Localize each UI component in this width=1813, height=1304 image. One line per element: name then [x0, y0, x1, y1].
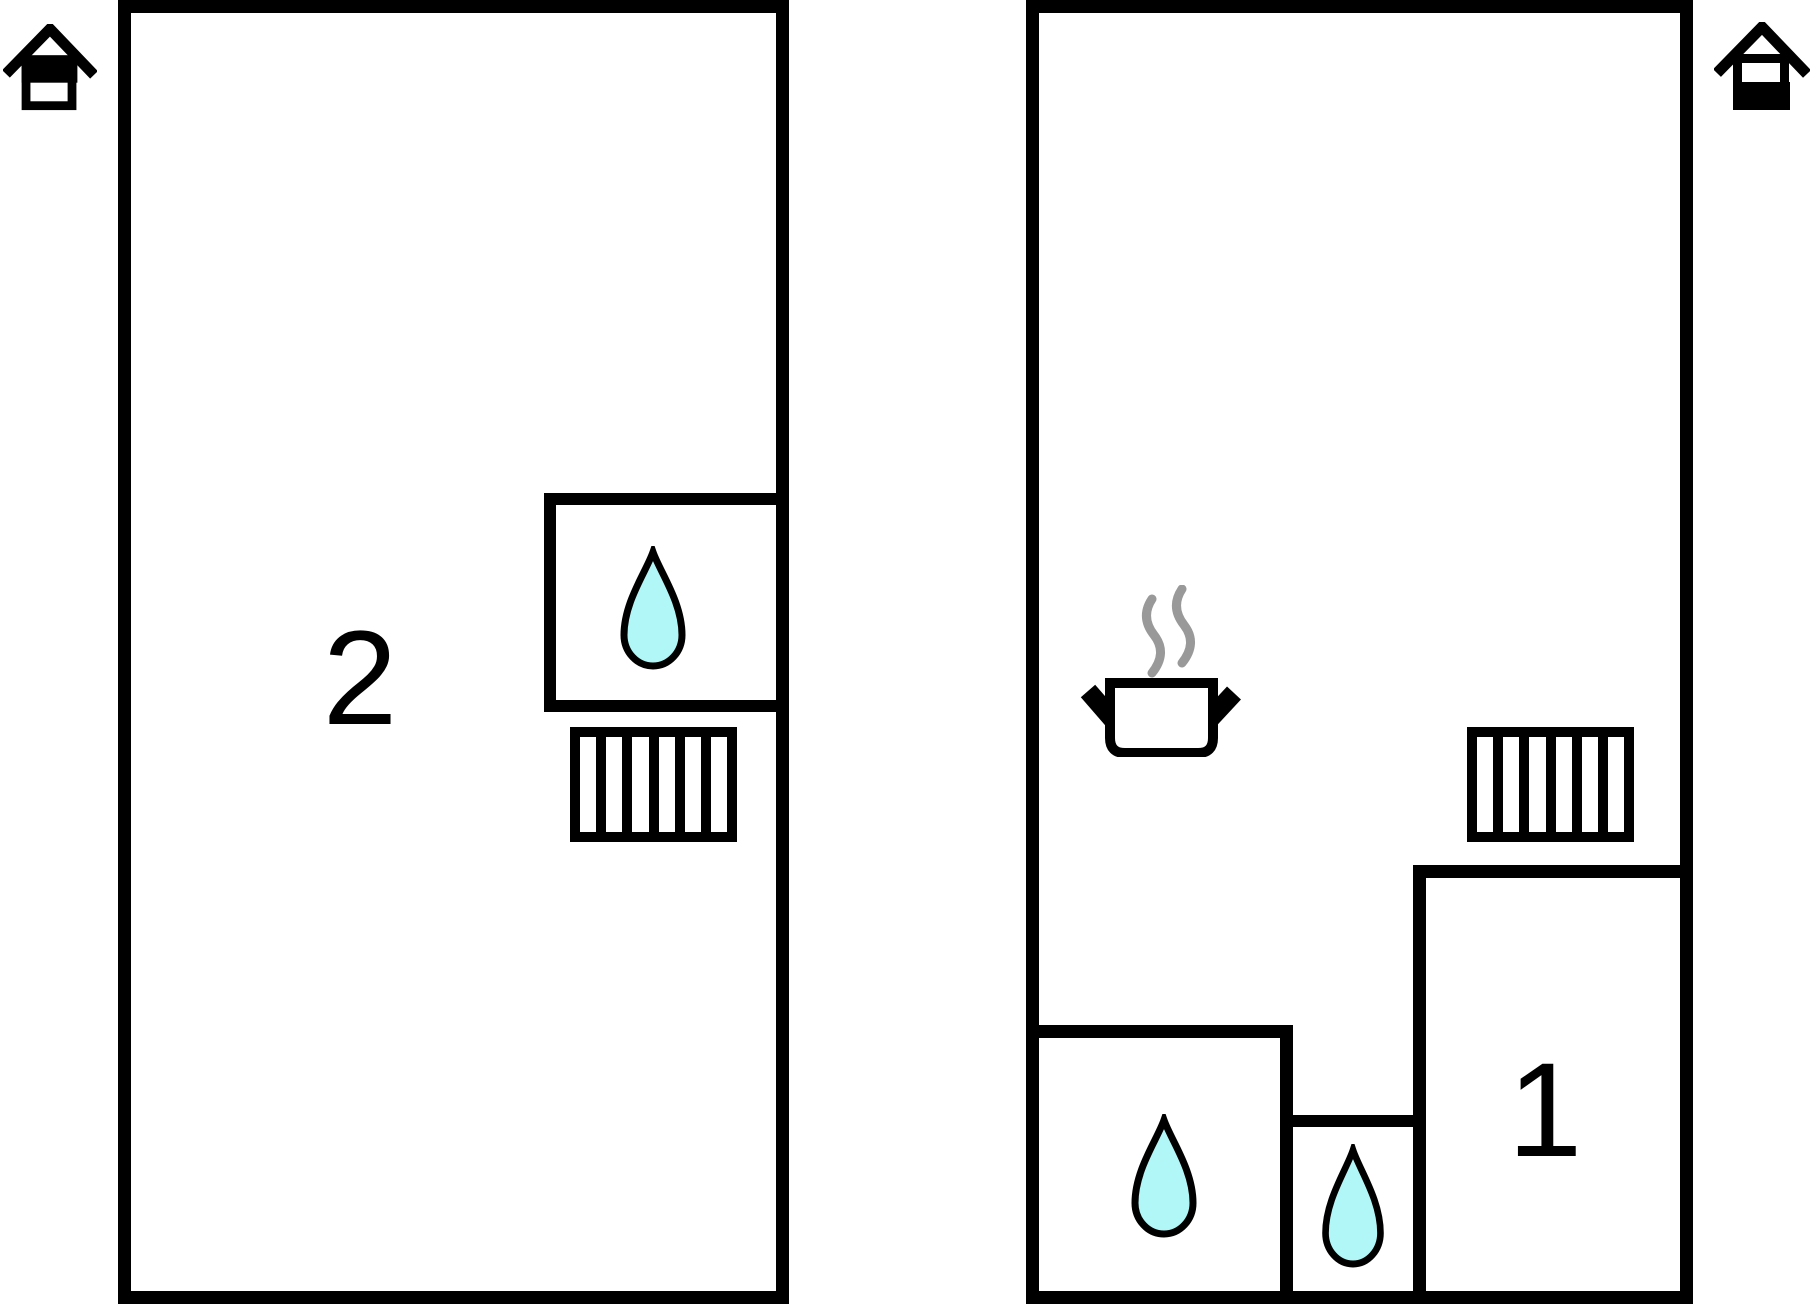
stair-step: [596, 737, 623, 832]
water-drop-shape: [620, 546, 686, 670]
bathroom-large-top-wall: [1039, 1025, 1293, 1038]
stair-step: [1519, 737, 1546, 832]
water-drop-icon: [615, 546, 691, 674]
stair-step: [580, 737, 597, 832]
stair-step: [1597, 737, 1625, 832]
cooking-pot-icon: [1076, 585, 1244, 757]
water-drop-shape: [1322, 1144, 1384, 1268]
room-label-2: 2: [322, 604, 398, 753]
room-1-left-wall: [1413, 865, 1426, 1304]
stair-step: [1477, 737, 1494, 832]
bathroom-large-right-wall: [1280, 1025, 1293, 1304]
steam-icon: [1172, 585, 1195, 668]
stair-step: [1571, 737, 1598, 832]
house-upper-half-filled: [21, 55, 78, 83]
room-1-top-wall: [1413, 865, 1693, 878]
house-upper-floor-icon-svg: [3, 24, 97, 111]
house-ground-floor-icon: [1714, 22, 1810, 114]
stairs-icon: [570, 727, 737, 842]
house-upper-floor-icon: [3, 24, 97, 114]
ground-floor-plan-outline: [1026, 0, 1693, 1304]
stair-step: [700, 737, 728, 832]
house-lower-half-filled: [1733, 82, 1790, 110]
house-ground-floor-icon-svg: [1714, 22, 1810, 110]
water-drop-icon: [1317, 1144, 1389, 1272]
steam-icon: [1142, 594, 1165, 678]
stair-step: [622, 737, 649, 832]
water-drop-icon: [1126, 1114, 1202, 1242]
pot-body: [1105, 678, 1218, 757]
room-label-1: 1: [1507, 1036, 1583, 1185]
stair-step: [1545, 737, 1572, 832]
bathroom-small-top-wall: [1293, 1115, 1413, 1127]
stair-step: [1493, 737, 1520, 832]
stair-step: [674, 737, 701, 832]
stairs-icon: [1467, 727, 1634, 842]
stair-step: [648, 737, 675, 832]
house-roof: [3, 24, 97, 79]
house-roof: [1714, 22, 1810, 78]
water-drop-shape: [1131, 1114, 1197, 1238]
